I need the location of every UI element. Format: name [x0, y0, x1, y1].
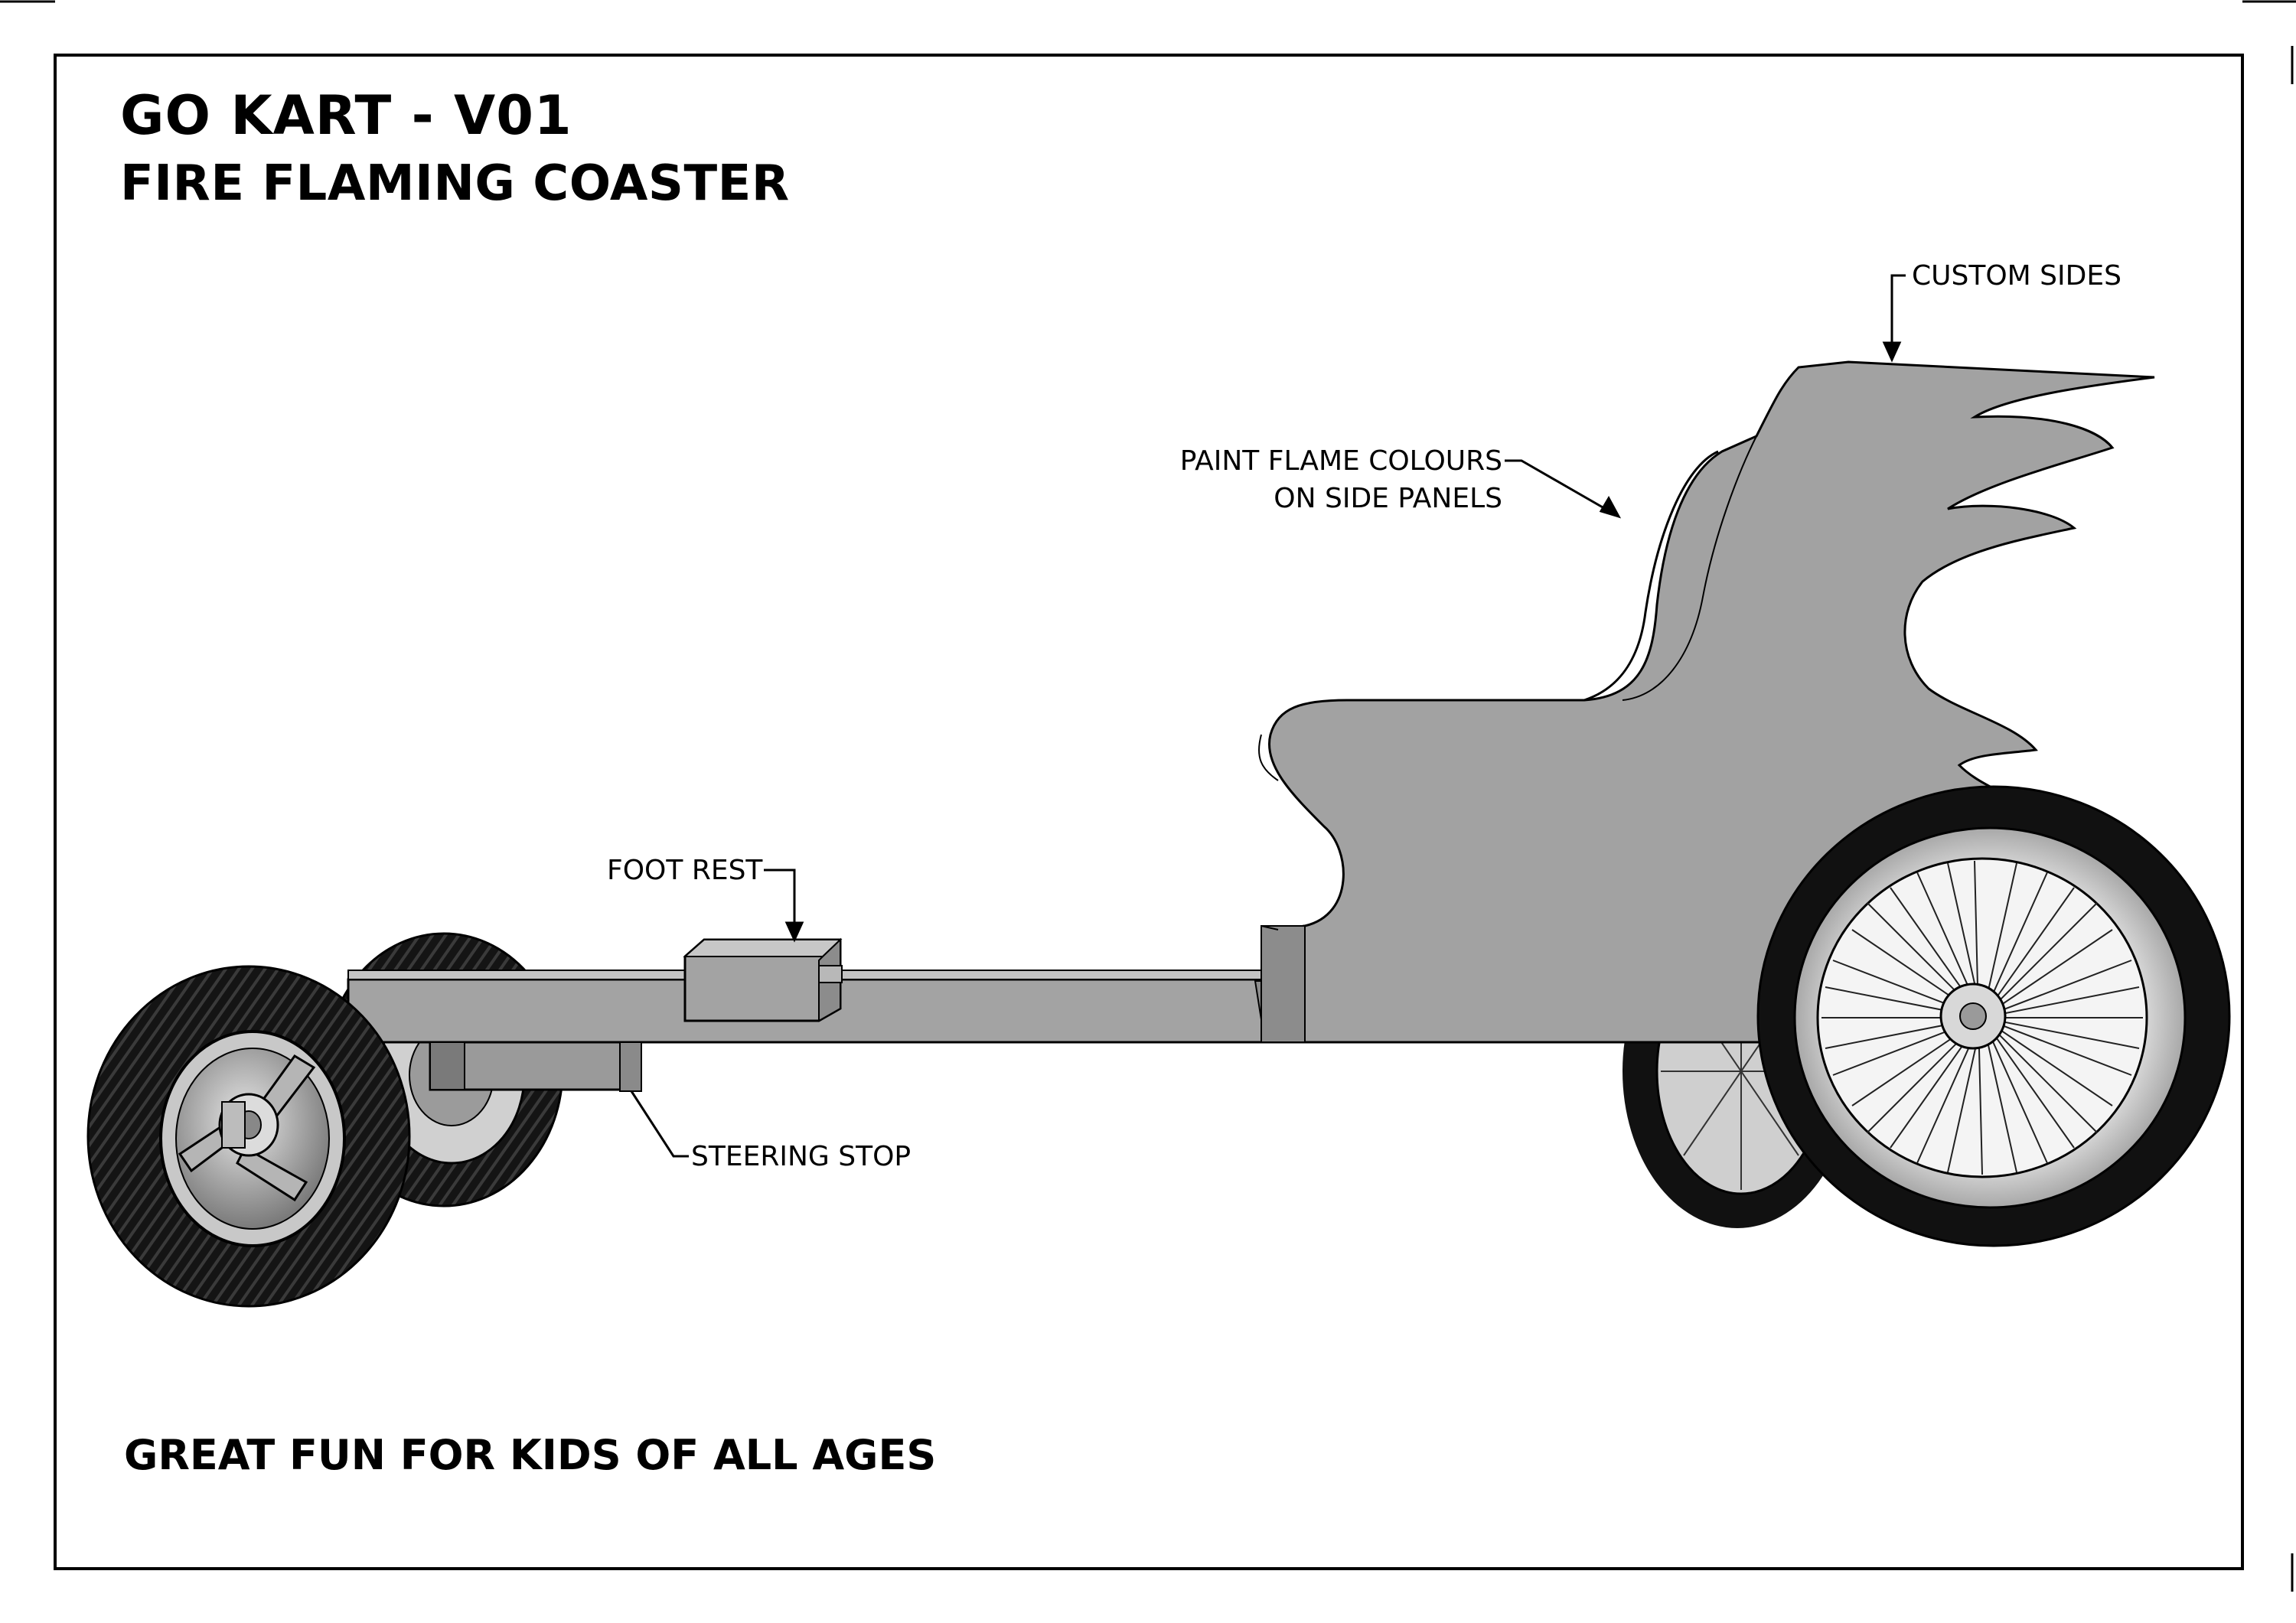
- flame-body-panel: [1258, 360, 2155, 1044]
- callout-custom-sides: CUSTOM SIDES: [1912, 260, 2122, 292]
- foot-rest-block: [683, 937, 843, 1022]
- drawing-title: GO KART - V01: [120, 84, 572, 147]
- rear-near-wheel: [1756, 785, 2231, 1247]
- callout-leaders: [630, 274, 1906, 1158]
- callout-steering-stop: STEERING STOP: [691, 1141, 912, 1172]
- footer-slogan: GREAT FUN FOR KIDS OF ALL AGES: [124, 1431, 937, 1479]
- steering-stop-block: [429, 1041, 642, 1092]
- callout-paint-flame-line1: PAINT FLAME COLOURS: [1179, 445, 1502, 477]
- front-near-wheel: [86, 965, 411, 1308]
- drawing-subtitle: FIRE FLAMING COASTER: [120, 155, 790, 212]
- callout-paint-flame-line2: ON SIDE PANELS: [1274, 483, 1502, 514]
- callout-foot-rest: FOOT REST: [607, 855, 763, 886]
- callout-paint-flame: PAINT FLAME COLOURS ON SIDE PANELS: [1148, 442, 1502, 517]
